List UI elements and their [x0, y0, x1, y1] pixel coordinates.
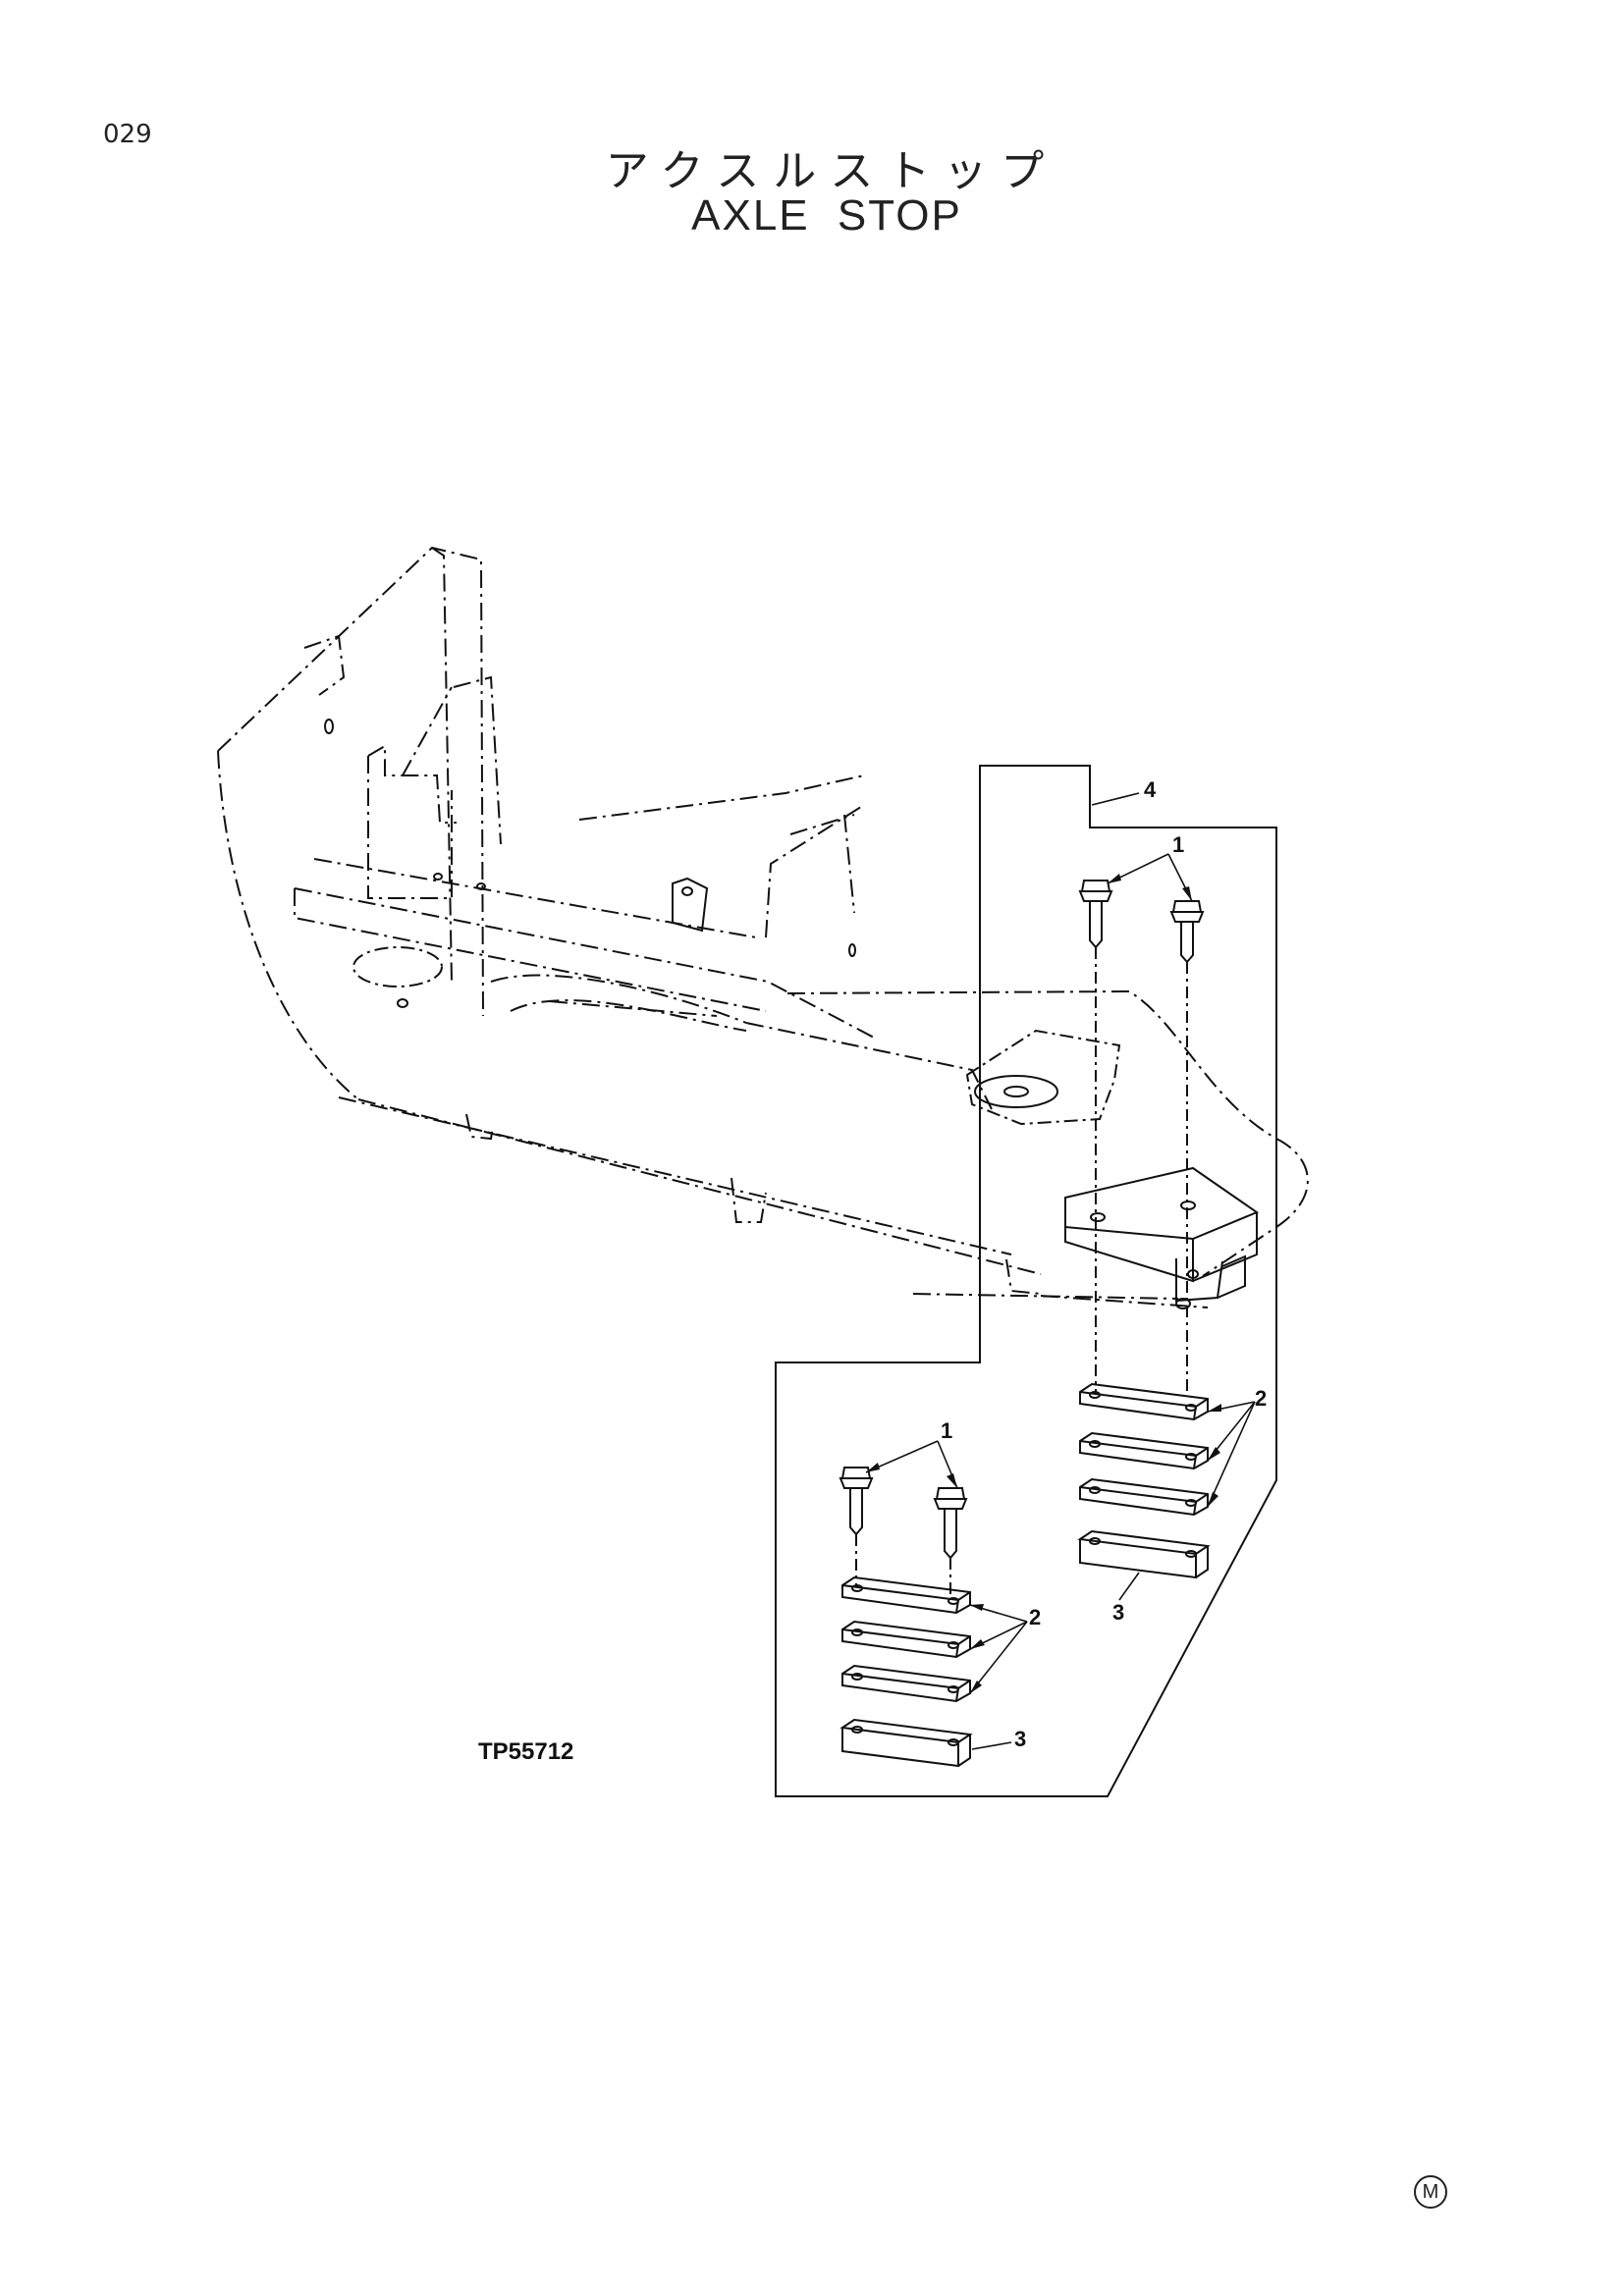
shim-upper-3 [1079, 1477, 1209, 1517]
frame-hole [397, 998, 408, 1008]
axle-stop-block [1064, 1166, 1260, 1309]
frame-hole [324, 719, 334, 734]
frame-hole [476, 882, 486, 890]
bolt-lower-right [933, 1487, 968, 1560]
bolt-upper-left [1078, 880, 1113, 949]
frame-opening [352, 946, 443, 988]
spacer-lower [839, 1718, 973, 1768]
callout-4: 4 [1144, 777, 1157, 802]
shim-lower-3 [841, 1664, 971, 1703]
frame-phantom-outline [217, 546, 1309, 1308]
callout-2-upper: 2 [1255, 1386, 1267, 1411]
spacer-upper [1077, 1529, 1211, 1579]
callout-3-lower: 3 [1014, 1727, 1026, 1751]
assembly-boundary-4 [775, 765, 1277, 1797]
frame-hole [433, 873, 443, 881]
leader-arrowheads [866, 874, 1221, 1693]
deck-block [672, 877, 709, 933]
footer-mark: M [1414, 2175, 1447, 2209]
callout-3-upper: 3 [1112, 1600, 1124, 1625]
page-number: 029 [103, 120, 152, 149]
callout-1-lower: 1 [941, 1418, 952, 1443]
title-japanese: アクスルストップ [605, 146, 1058, 196]
shim-upper-1 [1079, 1382, 1209, 1421]
title-english: AXLE STOP [691, 191, 962, 240]
bolt-lower-left [839, 1467, 874, 1536]
figure-code: TP55712 [478, 1738, 573, 1765]
bolt-upper-right [1169, 900, 1205, 964]
shim-lower-2 [841, 1620, 971, 1659]
callout-2-lower: 2 [1029, 1605, 1041, 1629]
frame-hole [848, 943, 856, 957]
callout-1-upper: 1 [1172, 832, 1184, 857]
shim-upper-2 [1079, 1431, 1209, 1470]
upper-stack-centerlines [1095, 947, 1188, 1394]
